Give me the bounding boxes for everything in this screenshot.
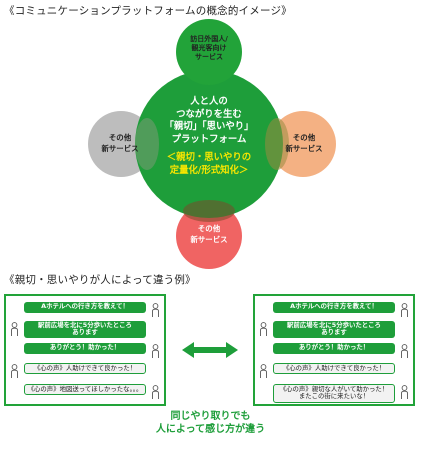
example-panel-left: Aホテルへの行き方を教えて！ 駅前広場を北に5分歩いたところ ありますありがとう！… <box>4 294 166 406</box>
chat-row: 《心の声》地図送ってほしかったな。。。 <box>6 384 164 400</box>
left-line1: その他 <box>108 133 132 142</box>
chat-row: 《心の声》人助けできて良かった！ <box>255 363 413 379</box>
center-line4: プラットフォーム <box>171 133 247 145</box>
speech-bubble: ありがとう！助かった！ <box>273 343 395 354</box>
left-line2: 新サービス <box>101 144 139 153</box>
right-line2: 新サービス <box>285 144 323 153</box>
platform-diagram <box>88 19 336 269</box>
examples-heading: 《親切・思いやりが人によって違う例》 <box>4 274 196 286</box>
inner-voice-bubble: 《心の声》人助けできて良かった！ <box>273 363 395 375</box>
example-panel-right: Aホテルへの行き方を教えて！ 駅前広場を北に5分歩いたところ ありますありがとう！… <box>253 294 415 406</box>
chat-row: 駅前広場を北に5分歩いたところ あります <box>255 321 413 339</box>
left-circle-label: その他 新サービス <box>95 132 145 154</box>
chat-row: Aホテルへの行き方を教えて！ <box>255 302 413 318</box>
person-icon <box>151 385 160 400</box>
person-icon <box>10 322 19 337</box>
bottom-line2: 新サービス <box>190 235 228 244</box>
bottom-line1: その他 <box>197 224 221 233</box>
speech-bubble: 駅前広場を北に5分歩いたところ あります <box>273 321 395 338</box>
person-icon <box>400 344 409 359</box>
right-circle <box>270 111 336 177</box>
caption-line2: 人によって感じ方が違う <box>155 424 266 435</box>
center-circle <box>135 70 283 218</box>
speech-bubble: 駅前広場を北に5分歩いたところ あります <box>24 321 146 338</box>
person-icon <box>400 303 409 318</box>
center-highlight1: ＜親切・思いやりの <box>166 152 252 163</box>
person-icon <box>259 322 268 337</box>
inner-voice-bubble: 《心の声》人助けできて良かった！ <box>24 363 146 375</box>
speech-bubble: Aホテルへの行き方を教えて！ <box>24 302 146 313</box>
person-icon <box>151 344 160 359</box>
caption-line1: 同じやり取りでも <box>170 411 251 422</box>
speech-bubble: Aホテルへの行き方を教えて！ <box>273 302 395 313</box>
overlap-right <box>265 118 289 170</box>
person-icon <box>259 364 268 379</box>
top-line2: 観光客向け <box>191 43 227 52</box>
chat-row: ありがとう！助かった！ <box>6 343 164 359</box>
chat-row: 《心の声》人助けできて良かった！ <box>6 363 164 379</box>
center-line3: 「親切」「思いやり」 <box>164 121 254 132</box>
inner-voice-bubble: 《心の声》地図送ってほしかったな。。。 <box>24 384 146 396</box>
speech-bubble: ありがとう！助かった！ <box>24 343 146 354</box>
comparison-caption: 同じやり取りでも 人によって感じ方が違う <box>100 410 321 436</box>
top-line3: サービス <box>195 52 223 61</box>
right-line1: その他 <box>292 133 316 142</box>
chat-row: 《心の声》親切な人がいて助かった！ またこの街に来たいな！ <box>255 384 413 403</box>
top-circle <box>176 19 242 85</box>
chat-row: 駅前広場を北に5分歩いたところ あります <box>6 321 164 339</box>
chat-row: ありがとう！助かった！ <box>255 343 413 359</box>
top-circle-label: 訪日外国人/ 観光客向け サービス <box>179 35 239 61</box>
overlap-left <box>135 118 159 170</box>
inner-voice-bubble: 《心の声》親切な人がいて助かった！ またこの街に来たいな！ <box>273 384 395 403</box>
chat-row: Aホテルへの行き方を教えて！ <box>6 302 164 318</box>
center-line1: 人と人の <box>190 96 228 107</box>
bottom-circle-label: その他 新サービス <box>184 223 234 245</box>
double-arrow-icon <box>182 342 238 358</box>
person-icon <box>400 385 409 400</box>
person-icon <box>151 303 160 318</box>
person-icon <box>10 364 19 379</box>
center-circle-label: 人と人の つながりを生む 「親切」「思いやり」 プラットフォーム ＜親切・思いや… <box>149 96 269 177</box>
top-line1: 訪日外国人/ <box>190 35 228 43</box>
center-highlight2: 定量化/形式知化＞ <box>169 164 249 176</box>
overlap-bottom <box>183 200 235 222</box>
center-line2: つながりを生む <box>176 108 242 120</box>
platform-heading: 《コミュニケーションプラットフォームの概念的イメージ》 <box>4 5 292 17</box>
right-circle-label: その他 新サービス <box>279 132 329 154</box>
